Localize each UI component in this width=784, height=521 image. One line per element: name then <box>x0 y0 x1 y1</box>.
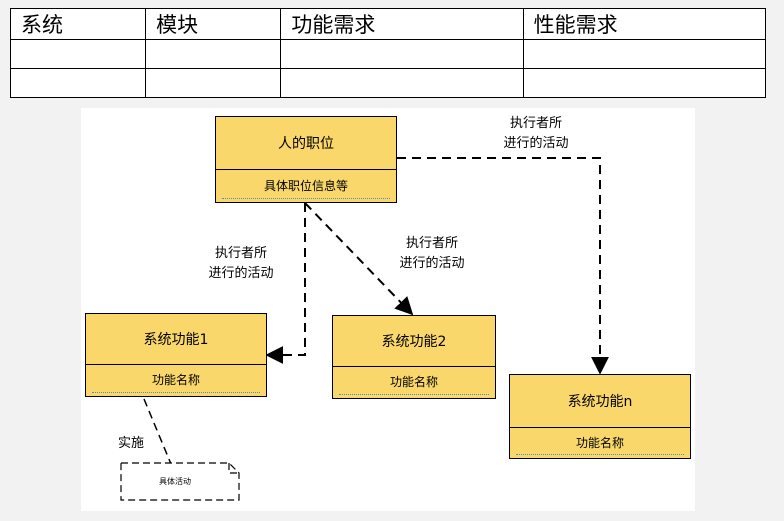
table-cell[interactable] <box>9 68 147 98</box>
header-system: 系统 <box>9 8 147 40</box>
table-cell[interactable] <box>522 68 767 98</box>
activity-note[interactable]: 具体活动 <box>121 463 239 500</box>
role-entity-box[interactable]: 人的职位 具体职位信息等 <box>215 116 397 203</box>
activity-note-outline <box>120 462 240 501</box>
table-cell[interactable] <box>280 68 524 98</box>
edge-implement <box>143 398 172 465</box>
table-header-row: 系统 模块 功能需求 性能需求 <box>9 8 767 40</box>
edge-label-middle: 执行者所 进行的活动 <box>399 236 465 271</box>
function-n-box[interactable]: 系统功能n 功能名称 <box>509 374 691 459</box>
role-subtitle: 具体职位信息等 <box>216 168 396 202</box>
function-1-title: 系统功能1 <box>86 314 266 365</box>
edge-role-to-function-2 <box>304 202 414 316</box>
diagram-canvas: 人的职位 具体职位信息等 系统功能1 功能名称 系统功能2 功能名称 系统功能n… <box>81 108 695 511</box>
diagram-connectors <box>120 157 609 501</box>
requirements-table: 系统 模块 功能需求 性能需求 <box>9 8 767 98</box>
function-n-subtitle: 功能名称 <box>510 426 690 458</box>
edge-label-left: 执行者所 进行的活动 <box>208 246 274 281</box>
function-1-box[interactable]: 系统功能1 功能名称 <box>85 313 267 397</box>
header-functional-req: 功能需求 <box>280 8 524 40</box>
edge-label-top-right: 执行者所 进行的活动 <box>503 116 569 151</box>
function-2-title: 系统功能2 <box>333 316 495 367</box>
function-2-box[interactable]: 系统功能2 功能名称 <box>332 315 496 399</box>
role-title: 人的职位 <box>216 117 396 170</box>
function-2-subtitle: 功能名称 <box>333 365 495 398</box>
activity-note-text: 具体活动 <box>159 477 191 486</box>
function-1-subtitle: 功能名称 <box>86 363 266 396</box>
table-row <box>9 68 767 98</box>
function-n-title: 系统功能n <box>510 375 690 428</box>
table-cell[interactable] <box>9 39 147 69</box>
edge-role-to-function-n <box>397 157 609 375</box>
header-performance-req: 性能需求 <box>522 8 767 40</box>
table-cell[interactable] <box>145 39 282 69</box>
edge-role-to-function-1 <box>265 203 306 364</box>
header-module: 模块 <box>145 8 282 40</box>
table-cell[interactable] <box>145 68 282 98</box>
table-cell[interactable] <box>280 39 524 69</box>
table-cell[interactable] <box>522 39 767 69</box>
implement-label: 实施 <box>118 436 145 451</box>
table-row <box>9 39 767 69</box>
